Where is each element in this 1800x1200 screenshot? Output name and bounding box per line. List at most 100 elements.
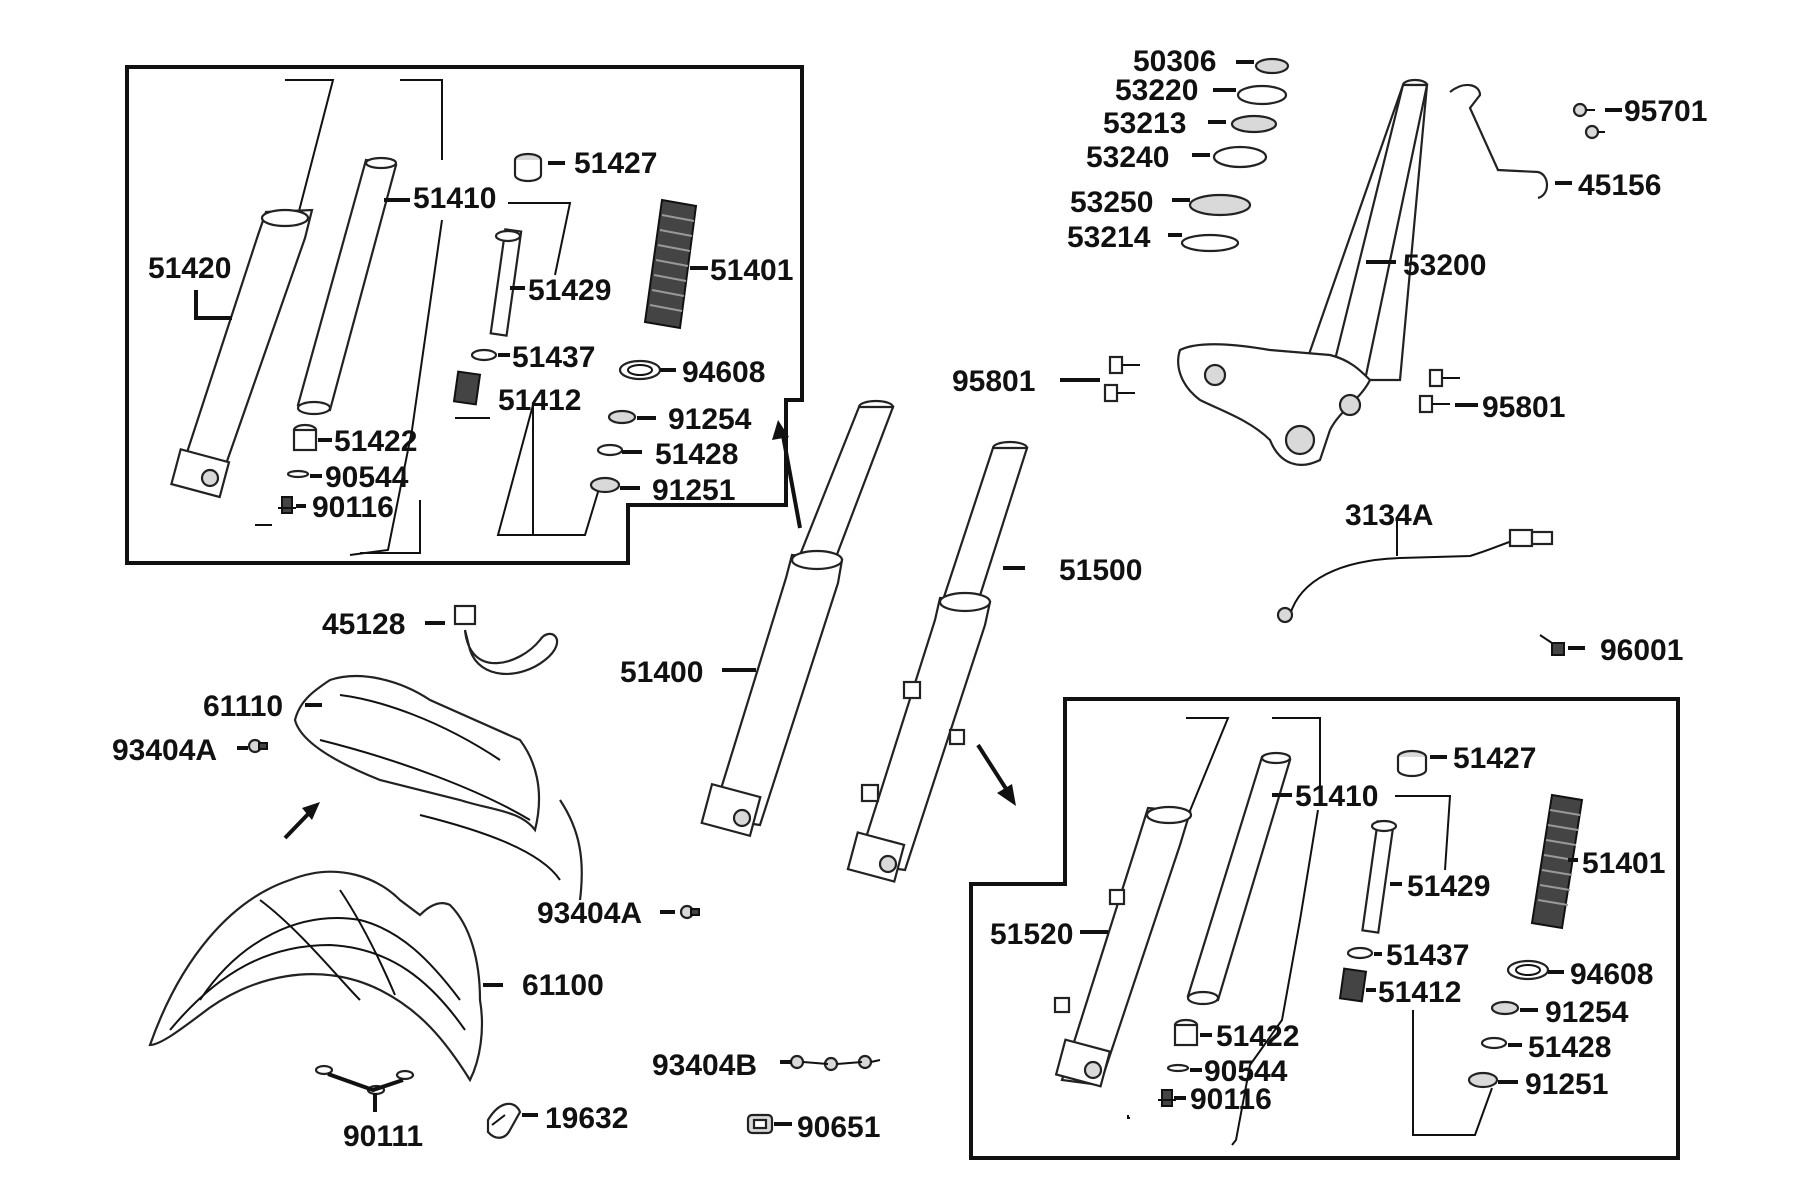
- o-ring-91251b: [1467, 1071, 1499, 1089]
- label-53240: 53240: [1086, 141, 1169, 174]
- label-91251-a: 91251: [652, 474, 735, 507]
- ring-53214: [1180, 233, 1240, 253]
- label-3134A: 3134A: [1345, 499, 1433, 532]
- bolts-95801-a: [1103, 355, 1140, 403]
- bearing-53213: [1230, 114, 1278, 134]
- inset-box-right-fork: [969, 697, 1680, 1160]
- ball-race-stack: [1180, 57, 1290, 253]
- fork-lower-tube-51520: [1053, 717, 1230, 1088]
- sensor-cable-3134A: [1276, 528, 1554, 624]
- label-51412-b: 51412: [1378, 976, 1461, 1009]
- clamp-19632: [486, 1102, 522, 1139]
- label-51412-a: 51412: [498, 384, 581, 417]
- rebound-spring-51412b: [1338, 967, 1368, 1003]
- label-94608-b: 94608: [1570, 958, 1653, 991]
- label-51422-a: 51422: [334, 425, 417, 458]
- inset-box-left-fork: [125, 65, 804, 565]
- label-90116-a: 90116: [312, 491, 394, 524]
- washer-90544b: [1166, 1063, 1190, 1073]
- fork-spring-51401: [643, 198, 698, 330]
- label-53200: 53200: [1403, 249, 1486, 282]
- label-90116-b: 90116: [1190, 1083, 1272, 1116]
- label-90651: 90651: [797, 1111, 880, 1144]
- label-51422-b: 51422: [1216, 1020, 1299, 1053]
- label-51428-a: 51428: [655, 438, 738, 471]
- label-95801-a: 95801: [952, 365, 1035, 398]
- label-95701: 95701: [1624, 95, 1707, 128]
- label-51410-a: 51410: [413, 182, 496, 215]
- label-91254-a: 91254: [668, 403, 752, 436]
- pointer-arrow-box1: [780, 429, 802, 529]
- bracket-45156: [1449, 83, 1549, 200]
- part-labels: 51420 51410 51427 51401 51429 51437 9460…: [112, 45, 1707, 1153]
- fork-spring-51401b: [1530, 793, 1584, 930]
- label-51520: 51520: [990, 918, 1073, 951]
- washer-51428b: [1480, 1036, 1508, 1050]
- label-51420: 51420: [148, 252, 231, 285]
- fork-inner-tube-51410: [296, 79, 443, 416]
- o-ring-91251: [589, 476, 621, 494]
- o-ring-91254: [607, 409, 637, 425]
- label-91254-b: 91254: [1545, 996, 1629, 1029]
- pointer-arrow-box2: [976, 743, 1012, 797]
- label-90111: 90111: [343, 1120, 423, 1153]
- label-53213: 53213: [1103, 107, 1186, 140]
- label-51427-b: 51427: [1453, 742, 1536, 775]
- label-53250: 53250: [1070, 186, 1153, 219]
- label-95801-b: 95801: [1482, 391, 1565, 424]
- bolt-93404A-a: [247, 738, 268, 754]
- bolt-93404A-b: [679, 904, 700, 920]
- inner-fender-61110: [293, 674, 583, 901]
- label-51427-a: 51427: [574, 147, 657, 180]
- bolts-95801-b: [1418, 368, 1460, 414]
- label-51500: 51500: [1059, 554, 1142, 587]
- label-53220: 53220: [1115, 74, 1198, 107]
- oil-seal-cap-51427: [513, 152, 543, 183]
- label-90544-a: 90544: [325, 461, 409, 494]
- circlip-51437: [470, 348, 498, 362]
- front-fender-61100: [148, 870, 484, 1083]
- washer-94608b: [1506, 959, 1550, 981]
- race-53220: [1236, 84, 1288, 106]
- fork-lower-tube-51420: [170, 79, 335, 499]
- damper-rod-51429b: [1361, 795, 1452, 934]
- screws-90111: [314, 1064, 415, 1112]
- o-ring-91254b: [1490, 1000, 1520, 1016]
- bearing-53250: [1188, 193, 1252, 217]
- clip-90651: [746, 1113, 774, 1135]
- race-53240: [1212, 145, 1268, 169]
- label-51429-b: 51429: [1407, 870, 1490, 903]
- washer-51428: [596, 443, 624, 457]
- bolts-93404B: [789, 1054, 881, 1072]
- label-45156: 45156: [1578, 169, 1661, 202]
- label-96001: 96001: [1600, 634, 1683, 667]
- bolts-95701: [1572, 102, 1605, 140]
- oil-lock-piece-51422: [292, 423, 318, 452]
- label-51401-b: 51401: [1582, 847, 1665, 880]
- label-51410-b: 51410: [1295, 780, 1378, 813]
- washer-90544: [286, 469, 310, 479]
- label-90544-b: 90544: [1204, 1055, 1288, 1088]
- bolt-90116: [278, 496, 296, 514]
- label-45128: 45128: [322, 608, 405, 641]
- hose-clip-45128: [453, 604, 559, 676]
- label-53214: 53214: [1067, 221, 1151, 254]
- label-51437-b: 51437: [1386, 939, 1469, 972]
- label-93404A-b: 93404A: [537, 897, 642, 930]
- washer-94608: [618, 359, 662, 381]
- label-94608-a: 94608: [682, 356, 765, 389]
- label-91251-b: 91251: [1525, 1068, 1608, 1101]
- label-50306: 50306: [1133, 45, 1216, 78]
- nut-50306: [1254, 57, 1290, 75]
- damper-rod-51429: [489, 202, 572, 337]
- label-61100: 61100: [522, 969, 604, 1002]
- label-51428-b: 51428: [1528, 1031, 1611, 1064]
- label-61110: 61110: [203, 690, 283, 723]
- rebound-spring-51412: [452, 370, 482, 406]
- pointer-arrow-fender: [283, 808, 314, 840]
- label-51400: 51400: [620, 656, 703, 689]
- label-51429-a: 51429: [528, 274, 611, 307]
- label-51437-a: 51437: [512, 341, 595, 374]
- label-51401-a: 51401: [710, 254, 793, 287]
- steering-stem-53200: [1177, 78, 1429, 466]
